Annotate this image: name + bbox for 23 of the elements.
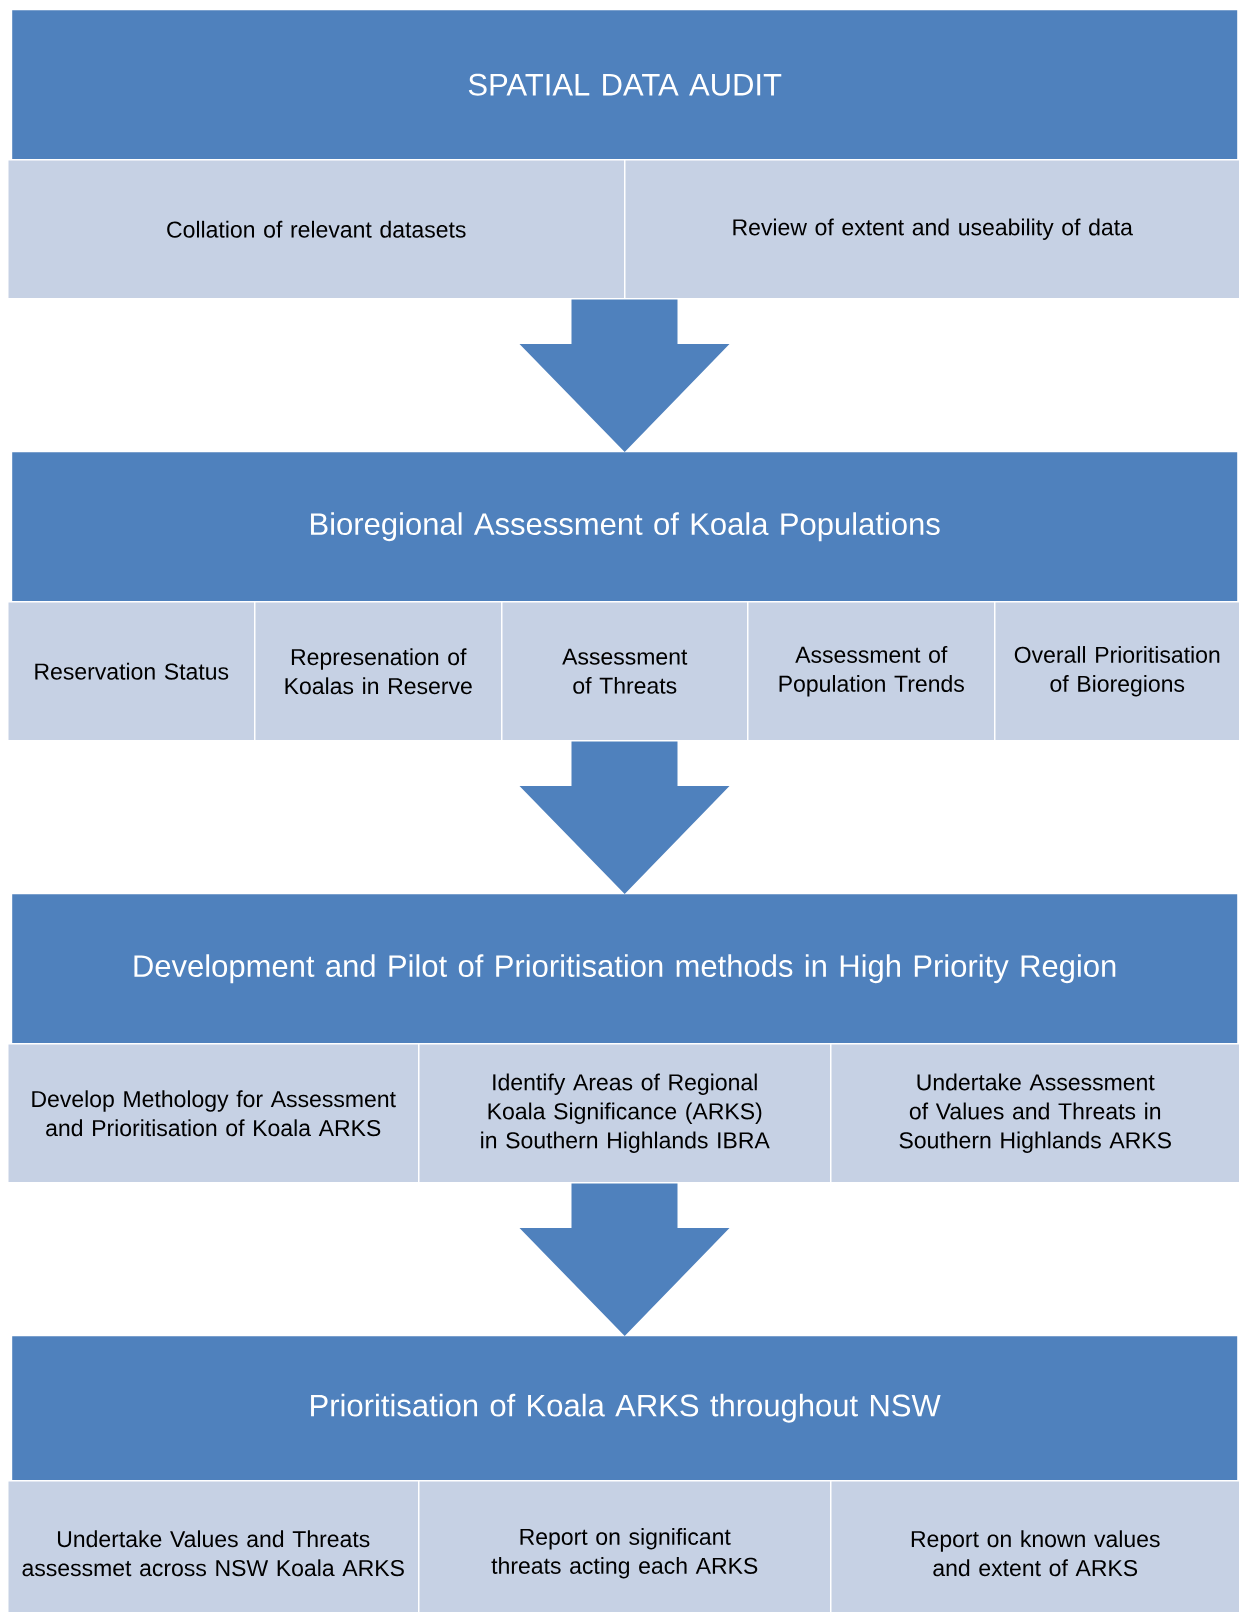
stage-header: SPATIAL DATA AUDIT (12, 10, 1238, 160)
stage-header: Development and Pilot of Prioritisation methods in High Priority Region (12, 894, 1238, 1044)
task-box: Undertake Assessment of Values and Threats in Southern Highlands ARKS (830, 1043, 1239, 1184)
task-box: Develop Methology for Assessment and Prioritisation of Koala ARKS (7, 1043, 420, 1184)
task-box: Represenation of Koalas in Reserve (254, 601, 503, 742)
task-box: Identify Areas of Regional Koala Significance (ARKS) in Southern Highlands IBRA (418, 1043, 832, 1184)
node-label: Report on significant threats acting each ARKS (491, 1528, 758, 1579)
task-box: Report on significant threats acting each ARKS (418, 1480, 832, 1612)
stage-header: Bioregional Assessment of Koala Populations (12, 452, 1238, 602)
task-box: Report on known values and extent of ARKS (830, 1480, 1239, 1612)
block-arrow (519, 299, 730, 452)
task-box: Assessment of Population Trends (747, 601, 996, 742)
stage-header: Prioritisation of Koala ARKS throughout NSW (12, 1336, 1238, 1481)
task-box: Reservation Status (7, 601, 256, 742)
task-box: Collation of relevant datasets (7, 159, 626, 300)
block-arrow (519, 741, 730, 894)
task-box: Undertake Values and Threats assessmet across NSW Koala ARKS (7, 1480, 420, 1612)
block-arrow (519, 1183, 730, 1336)
task-box: Review of extent and useability of data (624, 159, 1239, 300)
task-box: Overall Prioritisation of Bioregions (994, 601, 1239, 742)
task-box: Assessment of Threats (501, 601, 749, 742)
node-label: Undertake Values and Threats assessmet across NSW Koala ARKS (22, 1530, 404, 1577)
node-label: Overall Prioritisation of Bioregions (1014, 646, 1220, 697)
